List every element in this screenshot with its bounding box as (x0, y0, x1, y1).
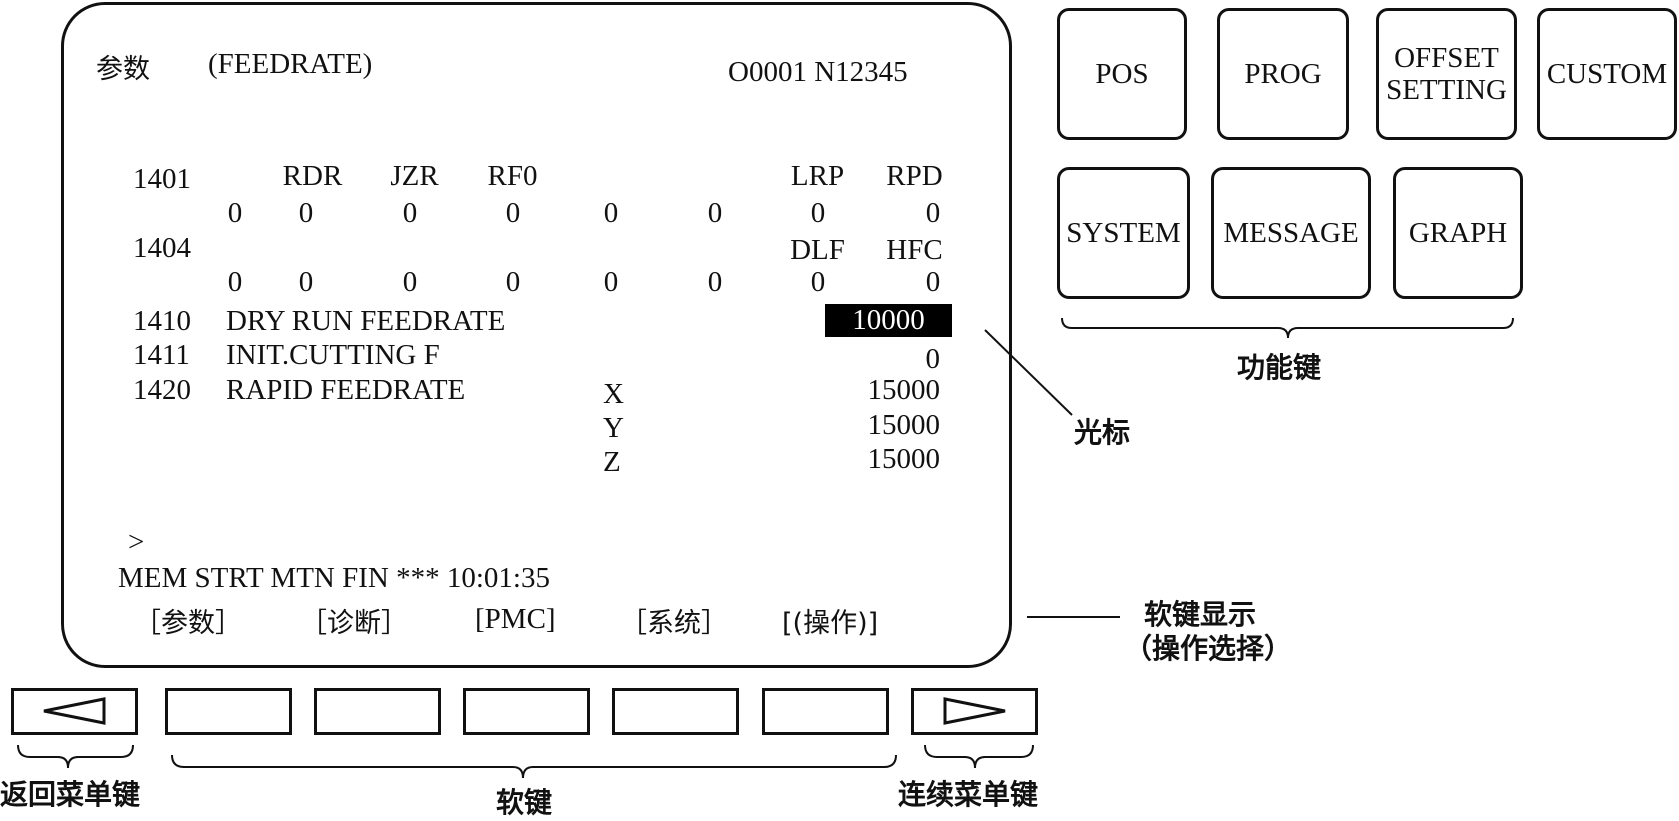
soft-key-5[interactable] (762, 688, 889, 735)
cursor-highlight[interactable]: 10000 (825, 304, 952, 337)
bit-name: RF0 (487, 160, 538, 192)
bit-name: RPD (886, 160, 943, 192)
pos-key[interactable]: POS (1057, 8, 1187, 140)
left-arrow-icon (43, 697, 106, 725)
bit-value: 0 (603, 197, 619, 229)
screen-subtitle: (FEEDRATE) (208, 48, 373, 80)
custom-key[interactable]: CUSTOM (1537, 8, 1677, 140)
return-menu-key[interactable] (11, 688, 138, 735)
softkey-display-label: 软键显示 (1144, 598, 1257, 631)
function-keys-label: 功能键 (1237, 351, 1322, 384)
crt-screen (61, 2, 1012, 668)
pos-key-label: POS (1095, 58, 1149, 90)
softkey-display-sublabel: （操作选择） (1124, 632, 1293, 665)
param-name-1420: RAPID FEEDRATE (226, 374, 466, 406)
setting-label: SETTING (1386, 74, 1507, 106)
offset-label: OFFSET (1394, 42, 1499, 74)
status-line: MEM STRT MTN FIN *** 10:01:35 (118, 562, 550, 594)
softkey-label-diagnosis: ［诊断］ (300, 608, 408, 639)
continue-menu-brace (924, 744, 1034, 769)
bit-value: 0 (298, 197, 314, 229)
bit-value: 0 (707, 197, 723, 229)
bit-value: 0 (505, 197, 521, 229)
system-key[interactable]: SYSTEM (1057, 167, 1190, 299)
axis-value: 15000 (867, 374, 941, 406)
bit-name: LRP (790, 160, 845, 192)
bit-value: 0 (603, 266, 619, 298)
bit-value: 0 (810, 197, 826, 229)
prog-key-label: PROG (1244, 58, 1322, 90)
param-number-1401: 1401 (133, 163, 191, 195)
graph-key-label: GRAPH (1408, 217, 1508, 249)
soft-key-4[interactable] (612, 688, 739, 735)
bit-value: 0 (227, 266, 243, 298)
bit-value: 0 (298, 266, 314, 298)
custom-key-label: CUSTOM (1546, 58, 1668, 90)
program-number: O0001 N12345 (728, 56, 908, 88)
continue-menu-key[interactable] (911, 688, 1038, 735)
return-menu-key-label: 返回菜单键 (0, 778, 141, 811)
right-arrow-icon (943, 697, 1006, 725)
cursor-leader-line (984, 329, 1073, 416)
axis-value: 15000 (867, 443, 941, 475)
softkey-label-operation: [(操作)] (782, 608, 879, 639)
function-keys-brace (1061, 317, 1514, 339)
soft-key-3[interactable] (463, 688, 590, 735)
return-menu-brace (17, 744, 134, 769)
bit-value: 0 (505, 266, 521, 298)
param-value-1411: 0 (925, 343, 941, 375)
message-key-label: MESSAGE (1223, 217, 1359, 249)
bit-value: 0 (402, 197, 418, 229)
prog-key[interactable]: PROG (1217, 8, 1349, 140)
soft-keys-brace (171, 754, 897, 779)
axis-value: 15000 (867, 409, 941, 441)
bit-value: 0 (810, 266, 826, 298)
bit-name: HFC (886, 234, 943, 266)
input-prompt: > (128, 526, 145, 558)
screen-title: 参数 (96, 54, 150, 85)
axis-label: X (603, 378, 624, 410)
bit-value: 0 (707, 266, 723, 298)
bit-value: 0 (925, 197, 941, 229)
param-number-1420: 1420 (133, 374, 191, 406)
softkey-label-pmc: [PMC] (475, 603, 556, 635)
param-name-1411: INIT.CUTTING F (226, 339, 440, 371)
graph-key[interactable]: GRAPH (1393, 167, 1523, 299)
bit-name: DLF (790, 234, 845, 266)
bit-name: JZR (390, 160, 439, 192)
bit-value: 0 (227, 197, 243, 229)
bit-name: RDR (282, 160, 343, 192)
cursor-label: 光标 (1074, 416, 1131, 449)
message-key[interactable]: MESSAGE (1211, 167, 1371, 299)
param-number-1411: 1411 (133, 339, 190, 371)
soft-key-1[interactable] (165, 688, 292, 735)
softkey-label-parameter: ［参数］ (134, 608, 242, 639)
axis-label: Y (603, 412, 624, 444)
bit-value: 0 (402, 266, 418, 298)
softkey-label-system: ［系统］ (620, 608, 728, 639)
param-number-1404: 1404 (133, 232, 191, 264)
soft-keys-label: 软键 (496, 786, 553, 819)
param-number-1410: 1410 (133, 305, 191, 337)
soft-key-2[interactable] (314, 688, 441, 735)
continue-menu-key-label: 连续菜单键 (898, 778, 1039, 811)
bit-value: 0 (925, 266, 941, 298)
axis-label: Z (603, 446, 621, 478)
system-key-label: SYSTEM (1066, 217, 1181, 249)
param-name-1410: DRY RUN FEEDRATE (226, 305, 506, 337)
